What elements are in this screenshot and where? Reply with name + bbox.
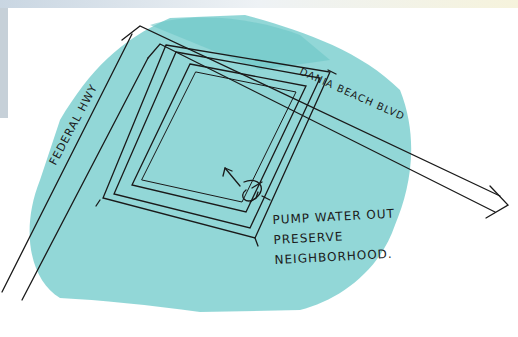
water-wash [30,15,412,312]
slide-band [0,0,518,8]
sketch-note: PUMP WATER OUT PRESERVE NEIGHBORHOOD. [272,203,415,270]
slide-edge [0,8,8,118]
road-outline [2,26,508,300]
